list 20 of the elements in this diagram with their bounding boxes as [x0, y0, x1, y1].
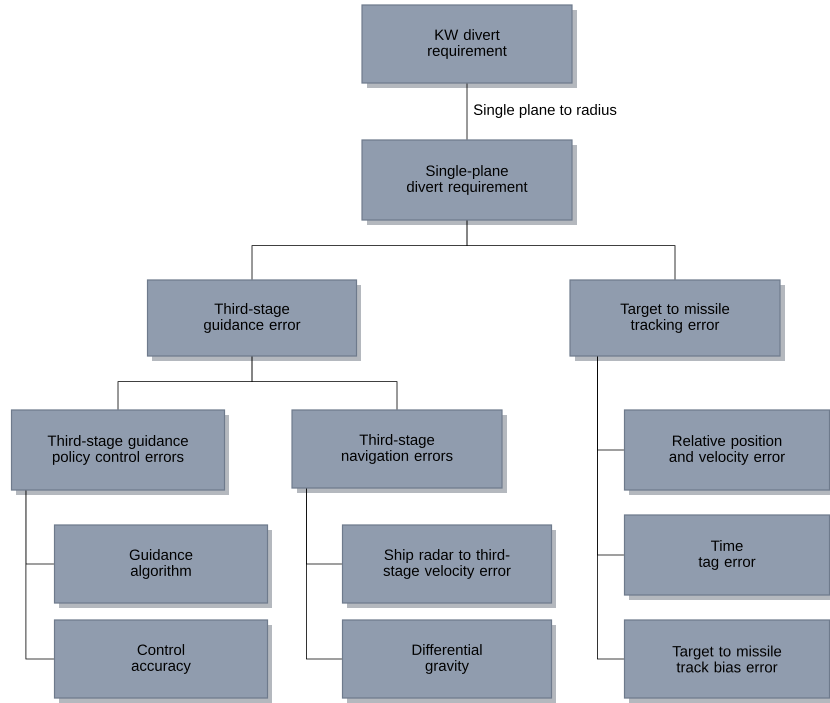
process-box: Third-stage guidance error — [146, 279, 358, 357]
process-box: KW divert requirement — [361, 4, 573, 84]
process-box: Target to missile track bias error — [624, 619, 830, 699]
connector-line — [26, 490, 54, 660]
process-box: Ship radar to third-stage velocity error — [342, 524, 552, 604]
process-box: Time tag error — [624, 514, 830, 596]
process-box: Target to missile tracking error — [569, 279, 781, 357]
process-box: Third-stage navigation errors — [291, 409, 503, 489]
connector-line — [466, 83, 468, 140]
process-box: Third-stage guidance policy control errors — [10, 409, 226, 491]
process-box: Single-plane divert requirement — [361, 139, 573, 221]
process-box: Relative position and velocity error — [624, 409, 830, 491]
connector-line — [306, 488, 342, 660]
process-box: Control accuracy — [54, 619, 268, 699]
connector-line — [597, 356, 624, 660]
connector-line — [252, 356, 398, 410]
edge-label: Single plane to radius — [474, 104, 616, 118]
process-box: Differential gravity — [342, 619, 552, 699]
process-box: Guidance algorithm — [54, 524, 268, 604]
connector-line — [466, 220, 676, 280]
